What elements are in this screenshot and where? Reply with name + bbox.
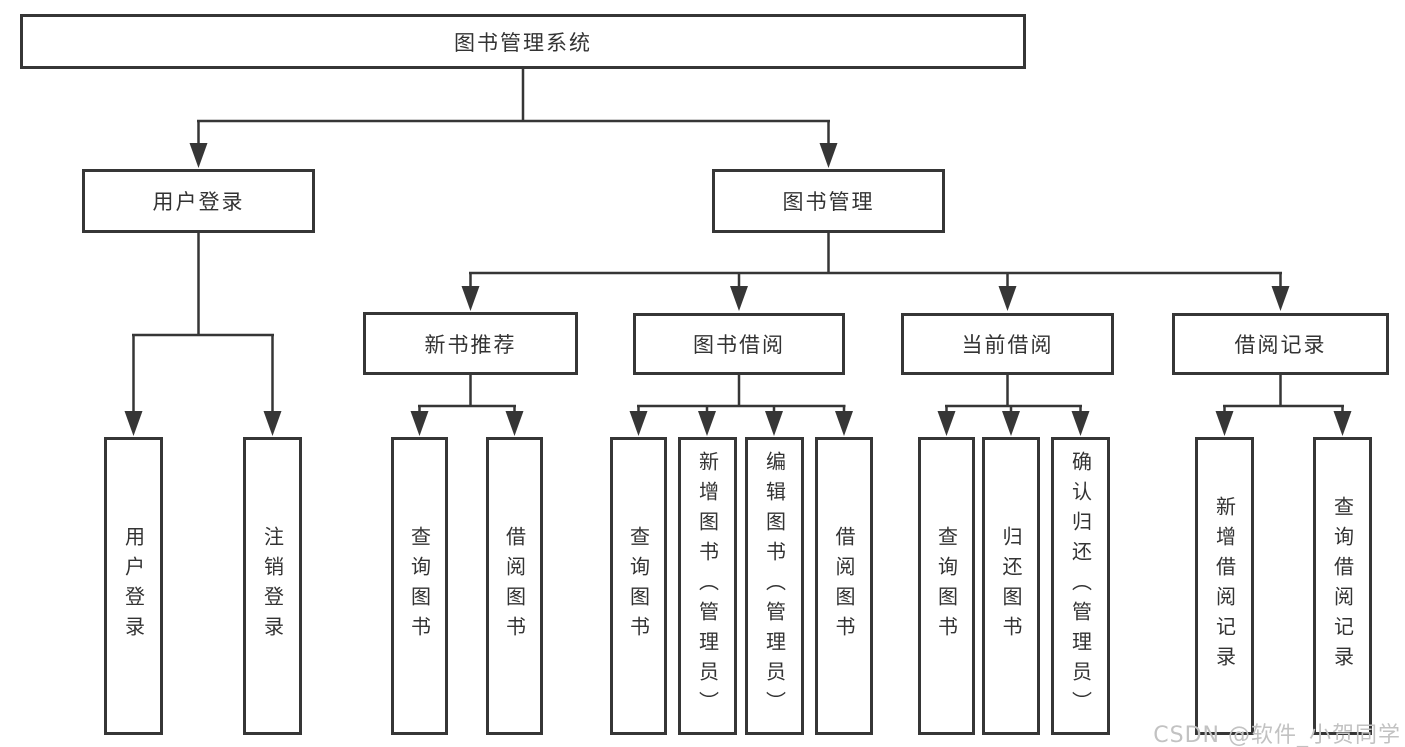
connector-newbooks-to-leaves (418, 375, 516, 416)
leaf-label: 查询图书 (934, 526, 959, 646)
leaf-query-books-borrow: 查询图书 (610, 437, 667, 735)
arrow-down-icon (698, 411, 716, 436)
arrow-down-icon (998, 286, 1017, 311)
leaf-query-borrow-record: 查询借阅记录 (1313, 437, 1372, 735)
arrow-down-icon (937, 411, 956, 436)
leaf-label: 确认归还（管理员） (1068, 451, 1093, 721)
arrow-down-icon (1071, 411, 1090, 436)
connector-management-to-level3 (469, 233, 1282, 290)
leaf-return-books: 归还图书 (982, 437, 1040, 735)
node-label: 图书借阅 (693, 333, 785, 357)
leaf-label: 新增借阅记录 (1212, 496, 1237, 676)
arrow-down-icon (189, 143, 208, 168)
node-label: 图书管理系统 (454, 30, 592, 55)
leaf-query-books-current: 查询图书 (918, 437, 975, 735)
arrow-down-icon (461, 286, 480, 311)
arrow-down-icon (1271, 286, 1290, 311)
node-label: 用户登录 (152, 190, 245, 214)
leaf-label: 归还图书 (999, 526, 1023, 646)
leaf-label: 编辑图书（管理员） (762, 451, 787, 721)
arrow-down-icon (629, 411, 648, 436)
leaf-label: 注销登录 (260, 526, 285, 646)
connector-borrow-to-leaves (637, 375, 846, 416)
arrowheads (124, 143, 1352, 436)
leaf-label: 查询图书 (626, 526, 651, 646)
node-borrow-records: 借阅记录 (1172, 313, 1389, 375)
arrow-down-icon (1215, 411, 1234, 436)
leaf-confirm-return-admin: 确认归还（管理员） (1051, 437, 1110, 735)
arrow-down-icon (765, 411, 783, 436)
arrow-down-icon (819, 143, 838, 168)
arrow-down-icon (263, 411, 282, 436)
node-book-borrow: 图书借阅 (633, 313, 845, 375)
node-label: 新书推荐 (424, 332, 517, 357)
leaf-edit-books-admin: 编辑图书（管理员） (745, 437, 804, 735)
leaf-borrow-books: 借阅图书 (815, 437, 873, 735)
connector-records-to-leaves (1223, 375, 1344, 416)
node-label: 借阅记录 (1234, 333, 1327, 357)
leaf-user-login: 用户登录 (104, 437, 163, 735)
arrow-down-icon (1333, 411, 1352, 436)
leaf-logout: 注销登录 (243, 437, 302, 735)
node-current-borrow: 当前借阅 (901, 313, 1114, 375)
csdn-watermark: CSDN @软件_小贺同学 (1153, 723, 1401, 747)
arrow-down-icon (410, 411, 429, 436)
leaf-label: 查询借阅记录 (1330, 496, 1355, 676)
leaf-label: 查询图书 (407, 526, 432, 646)
connector-root-to-level2 (197, 69, 830, 148)
arrow-down-icon (1002, 411, 1020, 436)
arrow-down-icon (505, 411, 524, 436)
connector-login-to-leaves (132, 233, 274, 416)
leaf-add-books-admin: 新增图书（管理员） (678, 437, 737, 735)
leaf-label: 借阅图书 (832, 526, 856, 646)
node-new-book-recommend: 新书推荐 (363, 312, 578, 375)
connector-current-to-leaves (945, 375, 1082, 416)
arrow-down-icon (730, 286, 748, 311)
node-system-root: 图书管理系统 (20, 14, 1026, 69)
node-book-management: 图书管理 (712, 169, 945, 233)
arrow-down-icon (124, 411, 143, 436)
arrow-down-icon (835, 411, 853, 436)
leaf-add-borrow-record: 新增借阅记录 (1195, 437, 1254, 735)
node-label: 图书管理 (782, 190, 875, 214)
node-label: 当前借阅 (961, 333, 1054, 357)
leaf-label: 借阅图书 (502, 526, 527, 646)
leaf-label: 用户登录 (121, 526, 146, 646)
node-user-login: 用户登录 (82, 169, 315, 233)
leaf-borrow-books-recommend: 借阅图书 (486, 437, 543, 735)
leaf-query-books-recommend: 查询图书 (391, 437, 448, 735)
leaf-label: 新增图书（管理员） (695, 451, 720, 721)
